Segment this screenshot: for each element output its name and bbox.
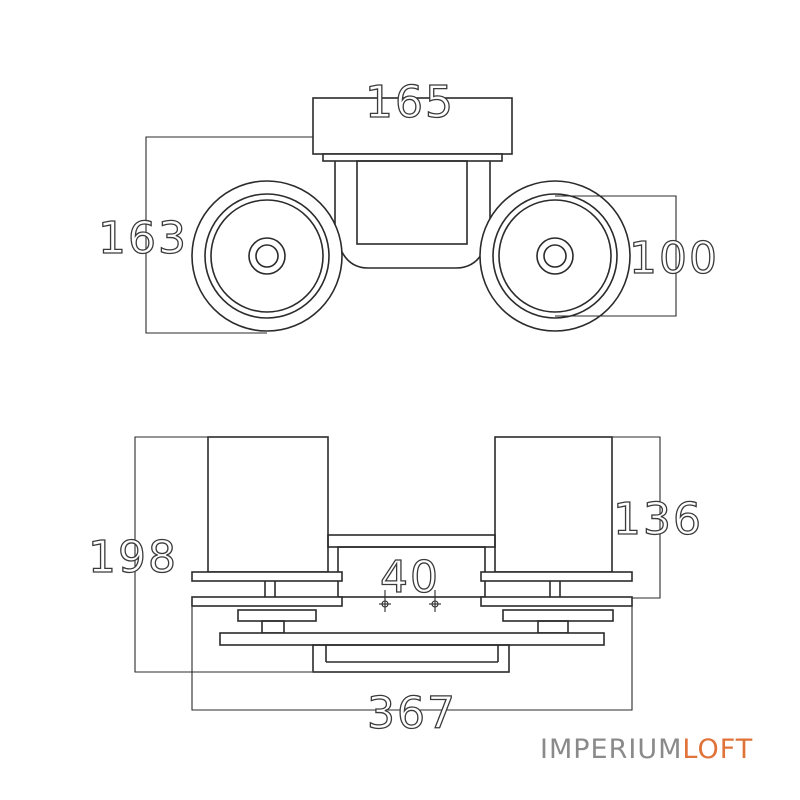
dim-line-163 (145, 136, 313, 334)
dim-label-side-height: 136 (613, 494, 703, 545)
left-flange-upper (191, 571, 343, 582)
dim-line-367 (191, 600, 633, 711)
right-flange-lower (480, 596, 633, 607)
dim-label-gap: 40 (380, 552, 440, 603)
bottom-base (312, 644, 510, 673)
front-view (134, 436, 661, 711)
right-housing (494, 436, 613, 573)
brand-logo: IMPERIUMLOFT (540, 734, 753, 765)
right-flange-upper (480, 571, 633, 582)
body-window (356, 160, 468, 245)
dim-line-100 (555, 195, 677, 317)
center-connector (327, 534, 496, 548)
gap-markers (379, 590, 441, 612)
top-view (145, 97, 677, 334)
dim-label-front-height: 198 (88, 532, 178, 583)
left-wheel (191, 180, 343, 332)
dim-line-198 (134, 436, 312, 673)
left-flange-lower (191, 596, 343, 607)
bottom-bar (219, 632, 605, 646)
brand-text-loft: LOFT (682, 734, 754, 765)
right-wheel (479, 180, 631, 332)
brand-text-imperium: IMPERIUM (540, 734, 683, 765)
left-nut (237, 609, 317, 622)
dim-label-front-width: 367 (367, 688, 457, 739)
dim-label-top-height: 163 (98, 213, 188, 264)
left-housing (207, 436, 329, 573)
dim-label-wheel-diameter: 100 (629, 233, 719, 284)
right-nut (502, 609, 614, 622)
top-plate (312, 97, 513, 155)
dim-line-136 (612, 436, 661, 599)
top-plate-rim (322, 153, 503, 162)
dim-label-top-width: 165 (365, 77, 455, 128)
